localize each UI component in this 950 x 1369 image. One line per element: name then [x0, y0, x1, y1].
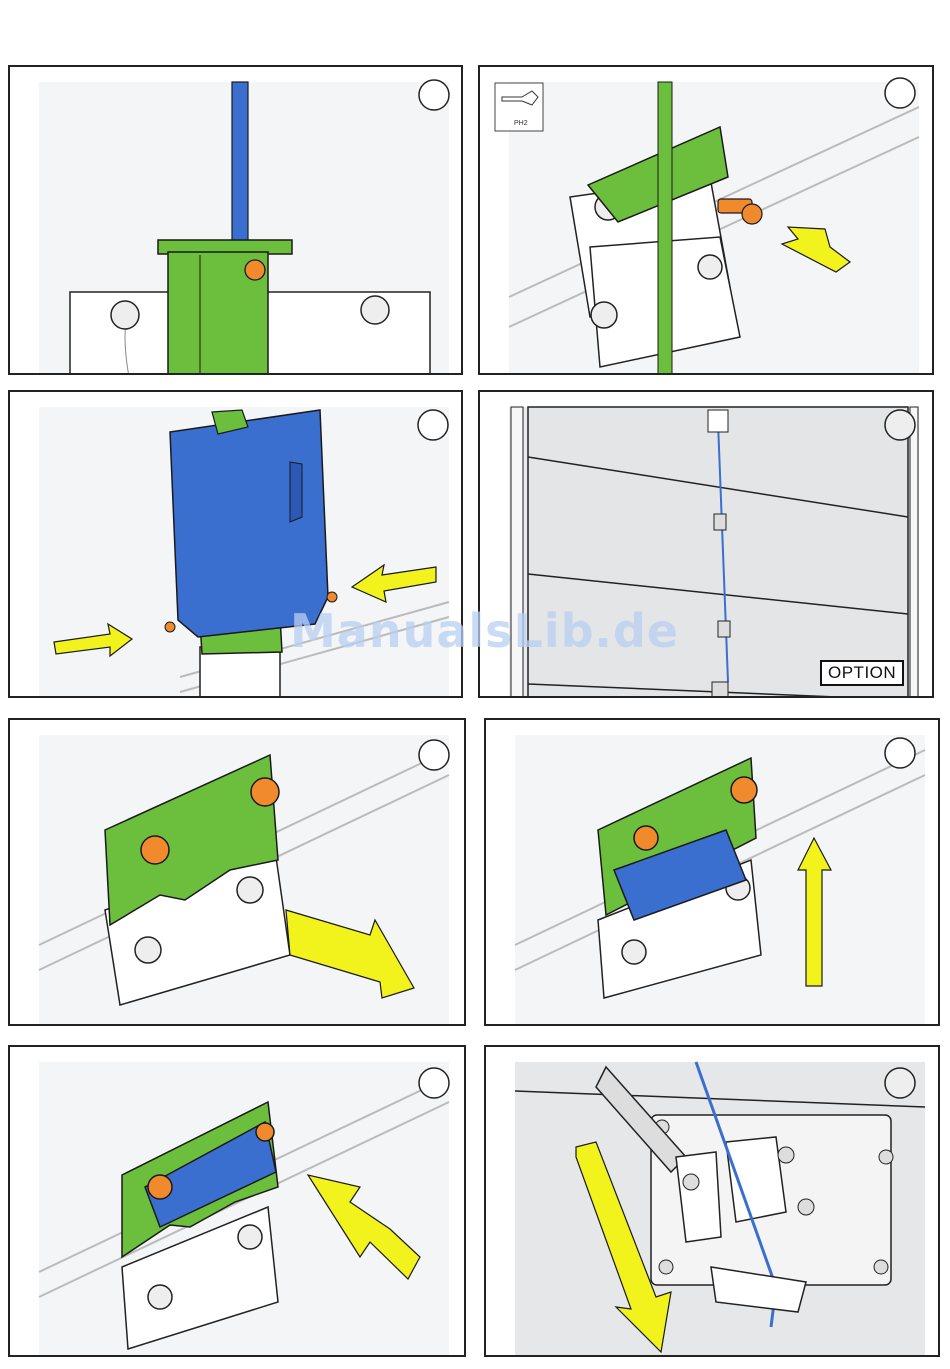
screw-icon — [237, 877, 263, 903]
screw-icon — [135, 937, 161, 963]
illustration-bracket-secure — [10, 1047, 466, 1357]
screw-icon — [148, 1175, 172, 1199]
cable-clamp-icon — [726, 1137, 786, 1222]
illustration-cable-clamp-top — [10, 67, 463, 375]
screw-icon — [622, 940, 646, 964]
cable-icon — [232, 82, 248, 242]
screw-icon — [148, 1285, 172, 1309]
screw-icon — [111, 301, 139, 329]
step-panel-6 — [484, 718, 940, 1026]
illustration-bracket-slide — [10, 720, 466, 1026]
cover-icon — [170, 410, 328, 637]
screw-icon — [245, 260, 265, 280]
screw-icon — [634, 826, 658, 850]
illustration-bracket-lift — [486, 720, 940, 1026]
step-panel-7 — [8, 1045, 466, 1357]
option-badge: OPTION — [820, 660, 904, 686]
screw-icon — [698, 255, 722, 279]
step-panel-1 — [8, 65, 463, 375]
screw-icon — [141, 836, 169, 864]
screw-icon — [327, 592, 337, 602]
step-panel-8 — [484, 1045, 940, 1357]
cable-icon — [658, 82, 672, 375]
screw-icon — [731, 777, 757, 803]
screw-icon — [591, 302, 617, 328]
illustration-cable-clamp-screw — [480, 67, 934, 375]
step-panel-2: PH2 — [478, 65, 934, 375]
screw-icon — [238, 1225, 262, 1249]
screw-icon — [361, 296, 389, 324]
screw-icon — [165, 622, 175, 632]
step-panel-5 — [8, 718, 466, 1026]
illustration-cable-tension — [486, 1047, 940, 1357]
watermark: ManualsLib.de — [290, 604, 679, 658]
screw-icon — [251, 778, 279, 806]
tool-label: PH2 — [514, 120, 528, 127]
screw-icon — [256, 1123, 274, 1141]
